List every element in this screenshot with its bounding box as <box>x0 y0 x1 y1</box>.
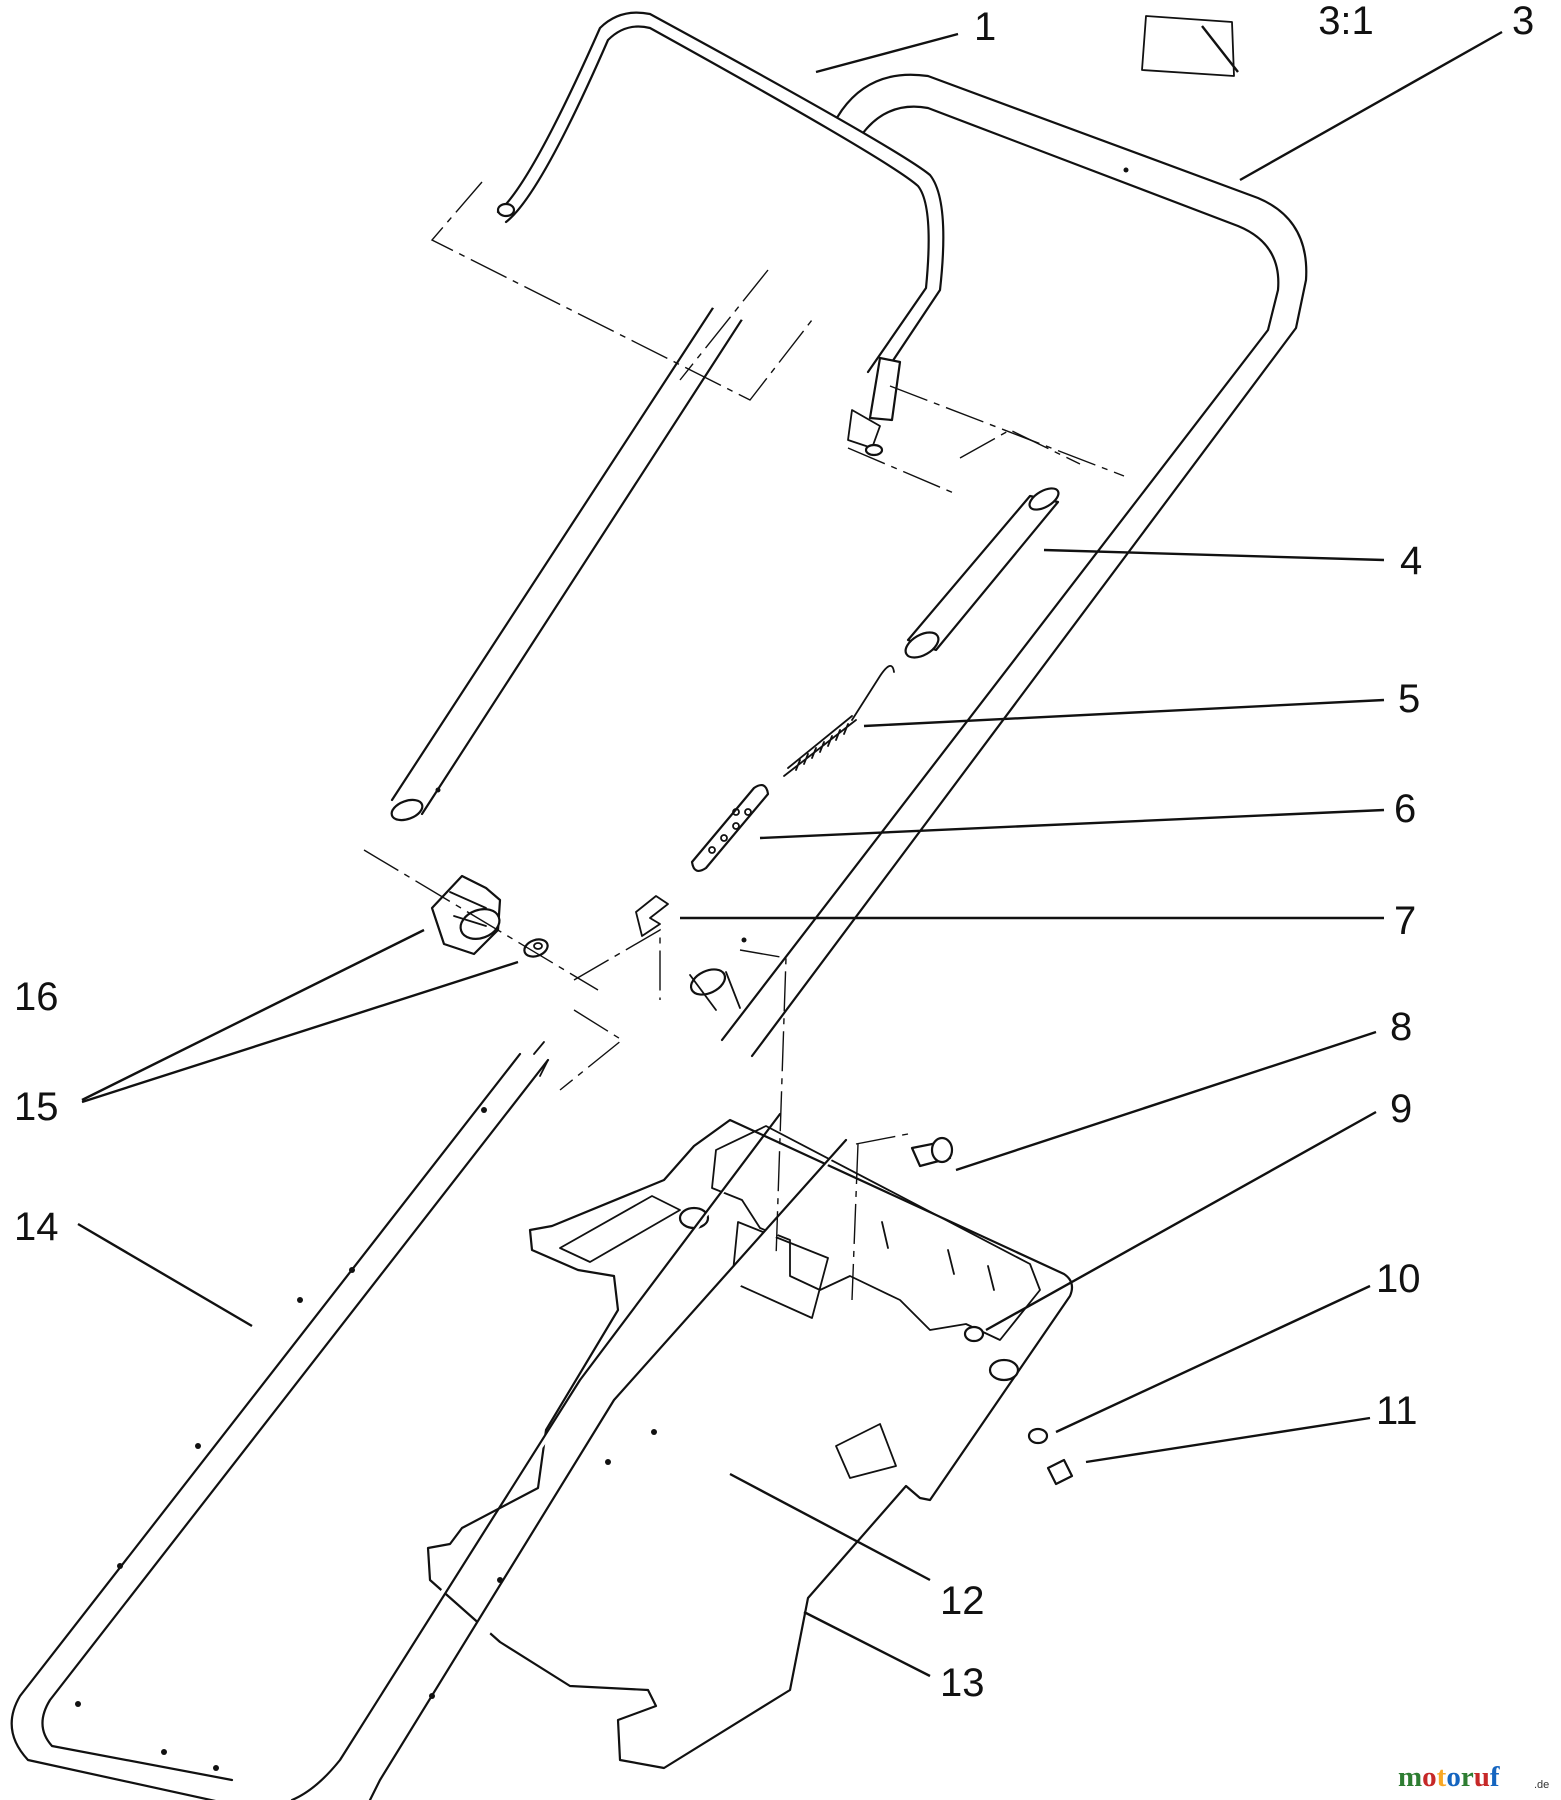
callout-16: 16 <box>14 975 59 1019</box>
watermark-letter-0: m <box>1398 1761 1422 1793</box>
part-14-lower-handle <box>10 1041 848 1800</box>
part-3-upper-handle <box>390 73 1308 1058</box>
callout-15: 15 <box>14 1085 59 1129</box>
callout-5: 5 <box>1398 677 1420 721</box>
watermark-letter-4: r <box>1461 1761 1474 1793</box>
part-7-clip <box>635 895 669 937</box>
callout-labels: 1 3:1 3 4 5 6 7 8 9 10 11 12 13 14 15 16 <box>14 0 1534 1705</box>
part-16-knob <box>430 874 502 956</box>
callout-4: 4 <box>1400 539 1422 583</box>
callout-7: 7 <box>1394 899 1416 943</box>
part-6-adjust-plate <box>690 784 770 872</box>
callout-11: 11 <box>1376 1389 1418 1433</box>
watermark-logo: motoruf .de <box>1398 1761 1549 1793</box>
watermark-letter-6: f <box>1490 1761 1500 1793</box>
callout-12: 12 <box>940 1579 985 1623</box>
part-11-bolt <box>1046 1458 1074 1486</box>
part-15-washer <box>523 938 549 958</box>
callout-6: 6 <box>1394 787 1416 831</box>
callout-13: 13 <box>940 1661 985 1705</box>
svg-text:motoruf: motoruf <box>1398 1761 1500 1793</box>
callout-14: 14 <box>14 1205 59 1249</box>
callout-10: 10 <box>1376 1257 1421 1301</box>
part-4-grip-tube <box>904 487 1060 659</box>
part-10-washer <box>1027 1427 1049 1445</box>
callout-9: 9 <box>1390 1087 1412 1131</box>
callout-3: 3 <box>1512 0 1534 43</box>
part-5-spring <box>783 665 895 777</box>
watermark-letter-2: t <box>1437 1761 1447 1793</box>
callout-leader-lines <box>77 25 1503 1678</box>
callout-8: 8 <box>1390 1005 1412 1049</box>
watermark-letter-5: u <box>1474 1761 1490 1793</box>
part-3-1-decal <box>1141 15 1235 77</box>
watermark-letter-1: o <box>1422 1761 1437 1793</box>
watermark-letter-3: o <box>1446 1761 1461 1793</box>
assembly-dashed-lines <box>363 181 1125 1301</box>
watermark-suffix: .de <box>1534 1779 1549 1791</box>
callout-1: 1 <box>974 5 996 49</box>
callout-3-1: 3:1 <box>1318 0 1374 43</box>
part-1-control-bail <box>496 11 945 457</box>
part-8-bolt <box>910 1136 954 1168</box>
